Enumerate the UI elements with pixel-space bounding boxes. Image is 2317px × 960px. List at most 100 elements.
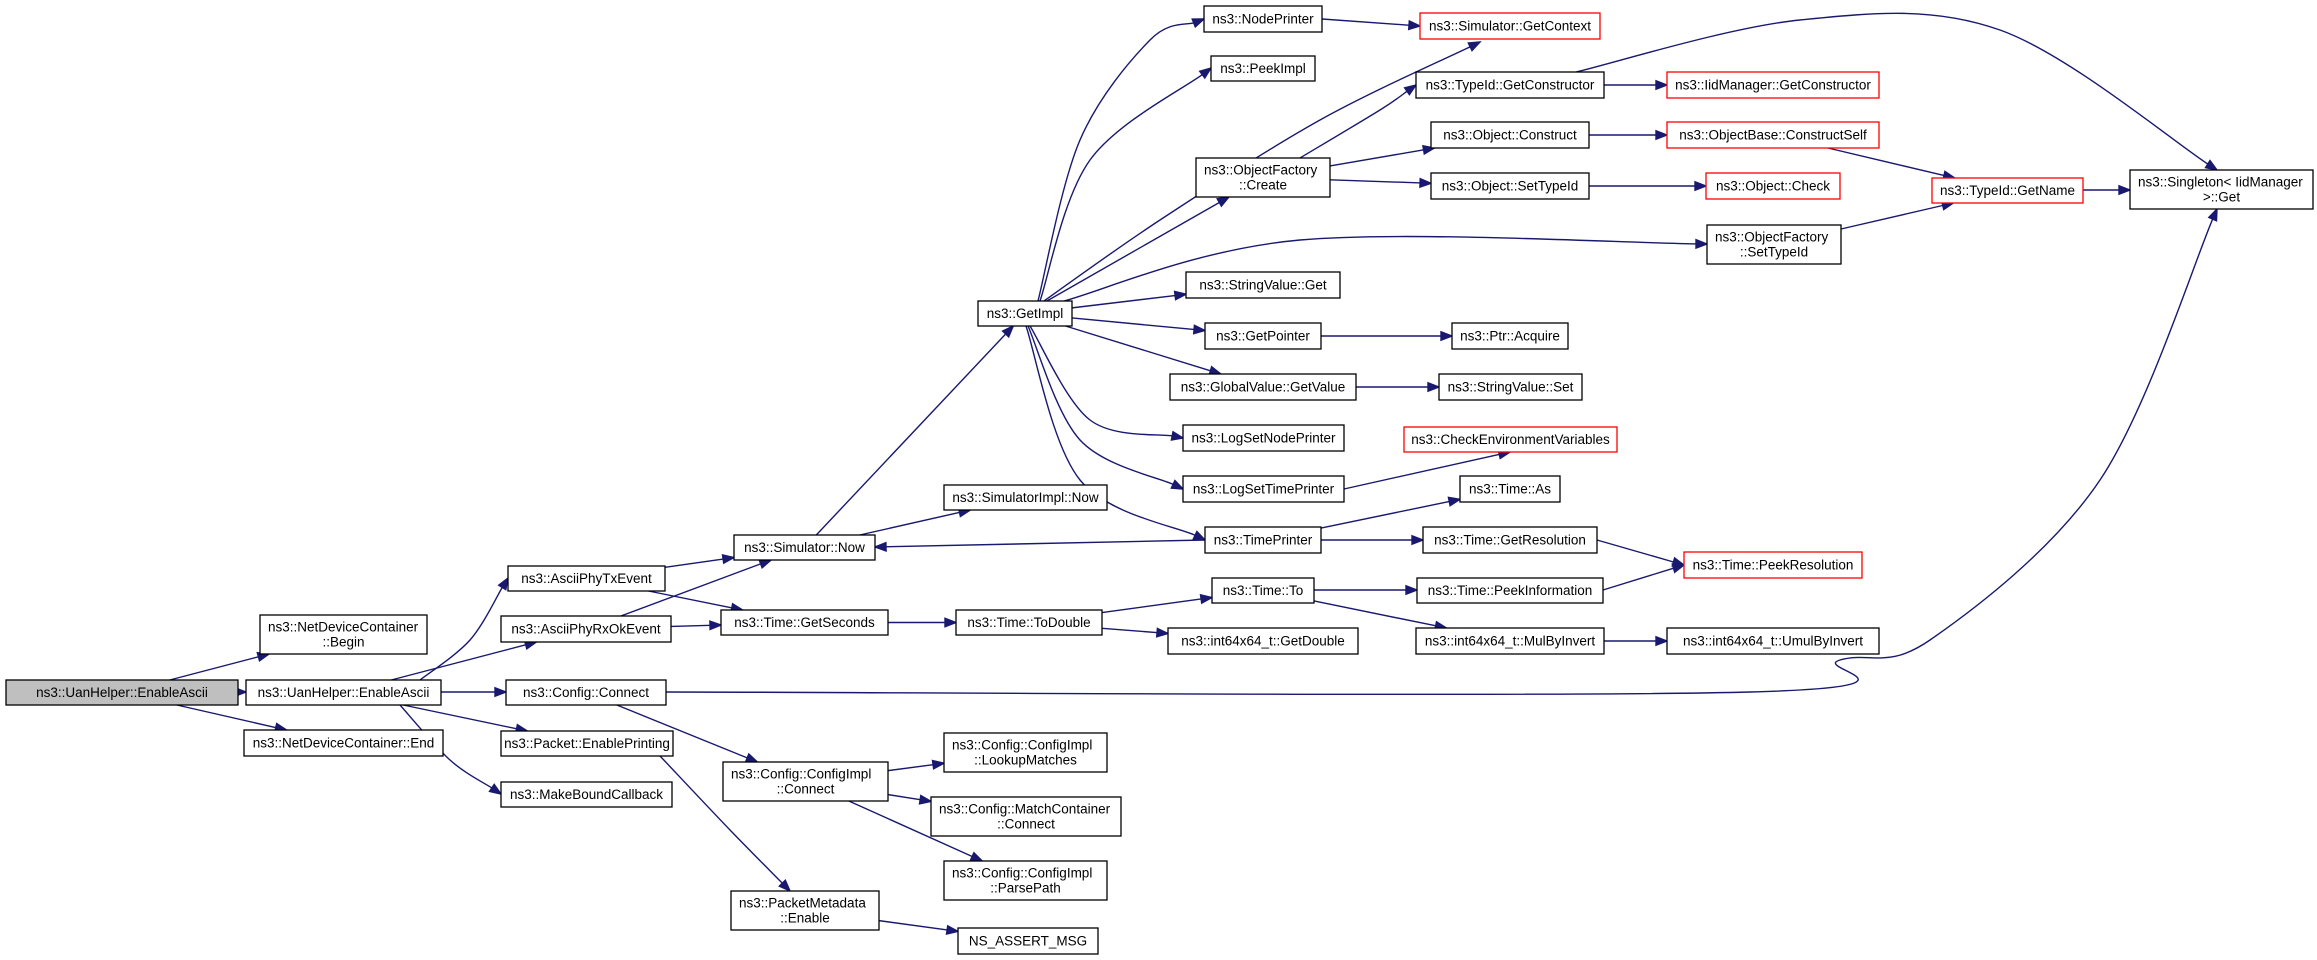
node-label: ::Begin — [322, 635, 364, 650]
node-asciiRx[interactable]: ns3::AsciiPhyRxOkEvent — [500, 615, 672, 643]
node-timeAs[interactable]: ns3::Time::As — [1459, 475, 1561, 503]
node-box — [957, 927, 1099, 955]
node-ndcEnd[interactable]: ns3::NetDeviceContainer::End — [243, 729, 444, 757]
node-makeBound[interactable]: ns3::MakeBoundCallback — [500, 781, 673, 808]
edge-getPointer-to-ptrAcquire — [1321, 330, 1454, 342]
node-mulByInvert[interactable]: ns3::int64x64_t::MulByInvert — [1415, 627, 1605, 655]
arrowhead-icon — [918, 794, 933, 805]
node-singletonGet[interactable]: ns3::Singleton< IidManager>::Get — [2129, 169, 2314, 210]
node-gvGetValue[interactable]: ns3::GlobalValue::GetValue — [1169, 373, 1357, 401]
node-simGetContext[interactable]: ns3::Simulator::GetContext — [1419, 12, 1601, 40]
edge-timeTo-to-mulByInvert — [1313, 600, 1449, 631]
node-cfgImplConnect[interactable]: ns3::Config::ConfigImpl::Connect — [722, 761, 889, 802]
node-label: ns3::Config::MatchContainer — [939, 802, 1111, 817]
node-box — [1666, 627, 1880, 655]
node-timePeekRes[interactable]: ns3::Time::PeekResolution — [1683, 551, 1863, 579]
node-label: ns3::Config::ConfigImpl — [952, 738, 1092, 753]
edge-line — [887, 793, 922, 801]
node-asciiTx[interactable]: ns3::AsciiPhyTxEvent — [507, 565, 666, 592]
arrowhead-icon — [1170, 430, 1185, 441]
edge-line — [169, 655, 260, 681]
node-ofCreate[interactable]: ns3::ObjectFactory::Create — [1195, 157, 1331, 198]
arrowhead-icon — [1405, 584, 1419, 596]
edge-timeToDouble-to-i64GetDouble — [1101, 627, 1170, 638]
node-checkEnv[interactable]: ns3::CheckEnvironmentVariables — [1403, 426, 1618, 453]
node-getPointer[interactable]: ns3::GetPointer — [1204, 322, 1322, 350]
edge-line — [1299, 90, 1409, 159]
node-matchConnect[interactable]: ns3::Config::MatchContainer::Connect — [930, 796, 1122, 837]
node-timeGetRes[interactable]: ns3::Time::GetResolution — [1422, 526, 1598, 554]
node-label: ns3::Time::PeekResolution — [1693, 558, 1854, 573]
node-lookupMatches[interactable]: ns3::Config::ConfigImpl::LookupMatches — [943, 732, 1108, 773]
node-i64GetDouble[interactable]: ns3::int64x64_t::GetDouble — [1167, 627, 1359, 655]
node-ptrAcquire[interactable]: ns3::Ptr::Acquire — [1451, 322, 1569, 350]
node-objCheck[interactable]: ns3::Object::Check — [1705, 172, 1841, 200]
node-timeGetSec[interactable]: ns3::Time::GetSeconds — [720, 609, 889, 636]
node-timeTo[interactable]: ns3::Time::To — [1211, 577, 1315, 604]
node-parsePath[interactable]: ns3::Config::ConfigImpl::ParsePath — [943, 860, 1108, 901]
edge-timeGetRes-to-timePeekRes — [1596, 539, 1686, 567]
node-pmEnable[interactable]: ns3::PacketMetadata::Enable — [730, 890, 880, 931]
node-label: ns3::GetPointer — [1216, 329, 1310, 344]
node-timePrinter[interactable]: ns3::TimePrinter — [1204, 526, 1322, 554]
arrowhead-icon — [1440, 330, 1454, 342]
node-tidGetName[interactable]: ns3::TypeId::GetName — [1931, 177, 2084, 204]
node-objSetTypeId[interactable]: ns3::Object::SetTypeId — [1430, 172, 1590, 200]
node-nsAssert[interactable]: NS_ASSERT_MSG — [957, 927, 1099, 955]
node-tidGetCtor[interactable]: ns3::TypeId::GetConstructor — [1415, 71, 1605, 99]
node-timeToDouble[interactable]: ns3::Time::ToDouble — [955, 609, 1103, 636]
edge-objSetTypeId-to-objCheck — [1589, 180, 1708, 192]
node-uanEnable[interactable]: ns3::UanHelper::EnableAscii — [245, 679, 442, 706]
node-label: ns3::Object::Check — [1716, 179, 1830, 194]
edge-line — [1065, 325, 1212, 372]
edge-line — [1329, 149, 1425, 167]
arrowhead-icon — [1655, 79, 1669, 91]
node-label: ns3::Time::GetSeconds — [734, 615, 875, 630]
node-label: ns3::IidManager::GetConstructor — [1675, 78, 1871, 93]
node-label: ns3::UanHelper::EnableAscii — [36, 685, 208, 700]
node-simNow[interactable]: ns3::Simulator::Now — [733, 534, 876, 561]
node-objConstruct[interactable]: ns3::Object::Construct — [1430, 121, 1590, 149]
node-label: ::LookupMatches — [974, 753, 1077, 768]
edge-ofCreate-to-tidGetCtor — [1299, 83, 1418, 159]
node-strGet[interactable]: ns3::StringValue::Get — [1185, 271, 1341, 299]
node-ofSetTypeId[interactable]: ns3::ObjectFactory::SetTypeId — [1706, 224, 1842, 265]
node-ndcBegin[interactable]: ns3::NetDeviceContainer::Begin — [259, 614, 428, 655]
node-pktPrint[interactable]: ns3::Packet::EnablePrinting — [500, 730, 674, 757]
edge-line — [1329, 179, 1422, 184]
node-obConstructSelf[interactable]: ns3::ObjectBase::ConstructSelf — [1666, 121, 1880, 149]
node-timePeekInfo[interactable]: ns3::Time::PeekInformation — [1416, 577, 1604, 604]
node-peekImpl[interactable]: ns3::PeekImpl — [1210, 55, 1316, 82]
node-label: ns3::PacketMetadata — [739, 896, 866, 911]
arrowhead-icon — [1191, 18, 1206, 29]
node-logTime[interactable]: ns3::LogSetTimePrinter — [1182, 475, 1345, 503]
edge-line — [815, 332, 1007, 536]
edge-getImpl-to-peekImpl — [1039, 66, 1213, 302]
node-label: ns3::TypeId::GetConstructor — [1426, 78, 1595, 93]
edge-tidGetCtor-to-singletonGet — [1575, 12, 2219, 172]
edge-simNow-to-simImplNow — [859, 507, 973, 536]
node-label: ns3::int64x64_t::UmulByInvert — [1683, 634, 1863, 649]
node-box — [1422, 526, 1598, 554]
node-iidGetCtor[interactable]: ns3::IidManager::GetConstructor — [1666, 71, 1880, 99]
node-strSet[interactable]: ns3::StringValue::Set — [1438, 373, 1583, 401]
node-label: >::Get — [2203, 190, 2240, 205]
edge-line — [670, 624, 712, 628]
node-label: ns3::Time::ToDouble — [967, 615, 1090, 630]
node-cfgConnect[interactable]: ns3::Config::Connect — [505, 679, 667, 706]
edge-line — [419, 586, 504, 681]
arrowhead-icon — [969, 851, 984, 862]
node-getImpl[interactable]: ns3::GetImpl — [977, 300, 1073, 327]
node-box — [507, 565, 666, 592]
arrowhead-icon — [1427, 381, 1441, 393]
node-nodePrinter[interactable]: ns3::NodePrinter — [1203, 5, 1323, 33]
arrowhead-icon — [1173, 290, 1188, 301]
node-label: ::Create — [1239, 178, 1287, 193]
node-root[interactable]: ns3::UanHelper::EnableAscii — [5, 679, 239, 706]
edge-root-to-ndcBegin — [169, 651, 271, 681]
node-simImplNow[interactable]: ns3::SimulatorImpl::Now — [943, 484, 1108, 511]
edge-getImpl-to-nodePrinter — [1037, 18, 1206, 302]
node-logNode[interactable]: ns3::LogSetNodePrinter — [1182, 424, 1345, 452]
edge-line — [1602, 567, 1675, 591]
node-umulByInvert[interactable]: ns3::int64x64_t::UmulByInvert — [1666, 627, 1880, 655]
